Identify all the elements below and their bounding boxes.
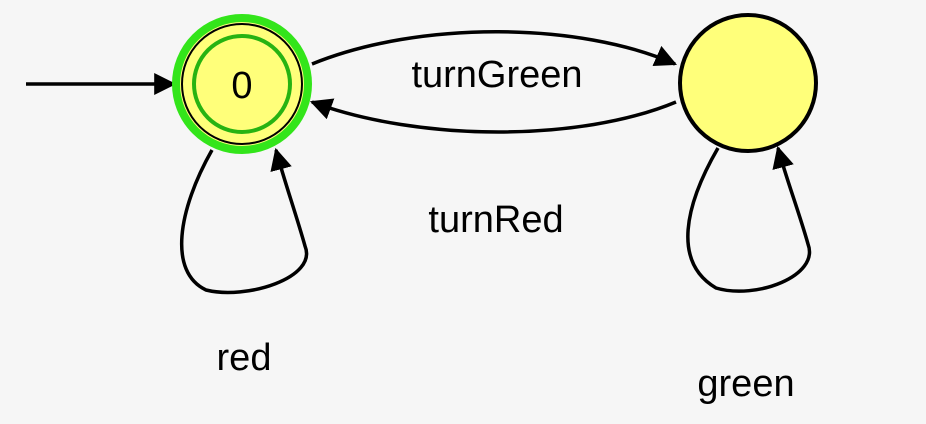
edge-label-turnGreen: turnGreen <box>411 54 582 96</box>
state-inner-ring <box>192 34 292 134</box>
state-outline <box>181 23 303 145</box>
edge-turnGreen <box>311 30 678 67</box>
state-circle <box>678 13 818 153</box>
state-node[interactable] <box>678 13 818 153</box>
edge-turnRed <box>309 98 677 134</box>
edge-green-loop <box>686 145 812 293</box>
edge-label-turnRed: turnRed <box>428 199 563 241</box>
edge-label-red: red <box>217 337 272 379</box>
state-label: 0 <box>231 65 252 107</box>
edge-red-loop <box>179 147 309 295</box>
edge-label-green: green <box>697 363 794 405</box>
state-node-initial[interactable]: 0 <box>172 14 312 154</box>
